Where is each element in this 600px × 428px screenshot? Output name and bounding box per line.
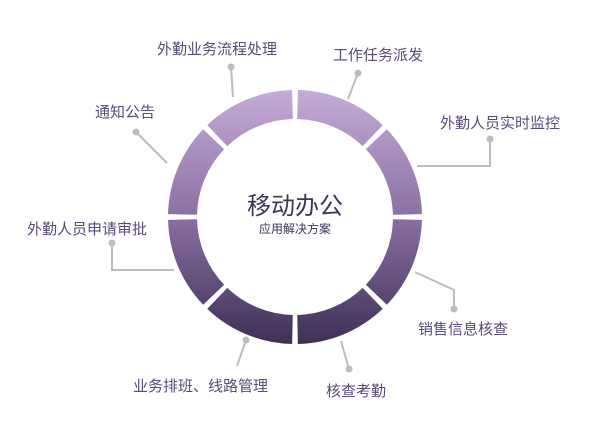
connector-task-dispatch-dot xyxy=(354,69,362,77)
connector-approval-dot xyxy=(108,239,116,247)
connector-notice-dot xyxy=(132,128,140,136)
center-subtitle: 应用解决方案 xyxy=(258,222,331,236)
connector-scheduling xyxy=(236,339,247,367)
label-attendance-check: 核查考勤 xyxy=(326,382,387,400)
label-sales-info-check: 销售信息核查 xyxy=(418,320,509,338)
connector-attendance-dot xyxy=(345,365,353,373)
label-field-staff-monitoring: 外勤人员实时监控 xyxy=(440,114,561,132)
label-scheduling-route-mgmt: 业务排班、线路管理 xyxy=(133,377,269,395)
connector-sales-check xyxy=(414,271,455,309)
ring-inner-disc xyxy=(200,122,390,312)
connector-monitoring xyxy=(417,139,491,167)
seg-task-dispatch xyxy=(297,90,383,147)
seg-approval xyxy=(168,219,225,305)
connector-task-dispatch xyxy=(347,72,359,100)
connector-approval xyxy=(111,243,174,271)
connector-scheduling-dot xyxy=(242,336,250,344)
ring-segments xyxy=(168,90,422,344)
connector-notice xyxy=(135,131,168,164)
connector-process-dot xyxy=(227,63,235,71)
seg-sales-check xyxy=(365,219,422,305)
connector-sales-check-dot xyxy=(450,305,458,313)
connector-process xyxy=(230,66,234,98)
label-field-process: 外勤业务流程处理 xyxy=(157,40,278,58)
seg-monitoring xyxy=(365,129,422,215)
center-title: 移动办公 xyxy=(247,192,343,220)
seg-process xyxy=(207,90,293,147)
label-notice: 通知公告 xyxy=(95,103,156,121)
label-field-staff-approval: 外勤人员申请审批 xyxy=(27,220,148,238)
seg-attendance xyxy=(297,287,383,344)
connector-lines xyxy=(108,63,494,373)
label-task-dispatch: 工作任务派发 xyxy=(333,46,424,64)
connector-attendance xyxy=(340,340,350,370)
seg-notice xyxy=(168,129,225,215)
seg-scheduling xyxy=(207,287,293,344)
connector-monitoring-dot xyxy=(486,135,494,143)
